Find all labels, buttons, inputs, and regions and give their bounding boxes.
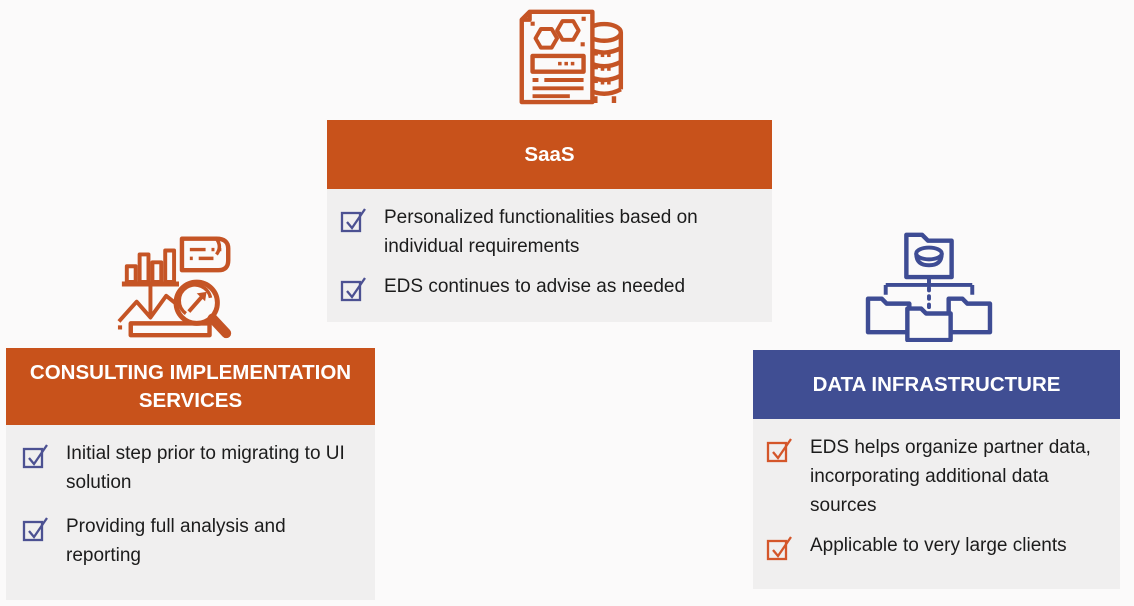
data-infrastructure-card-title: DATA INFRASTRUCTURE (753, 350, 1120, 419)
saas-card-body: Personalized functionalities based on in… (327, 189, 772, 322)
saas-card-title: SaaS (327, 120, 772, 189)
list-item: Providing full analysis and reporting (22, 513, 361, 571)
data-infrastructure-card-body: EDS helps organize partner data, incorpo… (753, 419, 1120, 589)
checkbox-checked-icon (22, 444, 48, 469)
chart-magnifier-icon (115, 224, 243, 344)
list-item: EDS helps organize partner data, incorpo… (766, 434, 1106, 521)
checkbox-checked-icon (340, 277, 366, 301)
consulting-card: CONSULTING IMPLEMENTATION SERVICES Initi… (6, 348, 375, 600)
bullet-text: Providing full analysis and reporting (66, 515, 286, 566)
checkbox-checked-icon (340, 208, 366, 233)
list-item: Initial step prior to migrating to UI so… (22, 440, 361, 498)
bullet-text: Initial step prior to migrating to UI so… (66, 443, 345, 493)
bullet-text: EDS helps organize partner data, incorpo… (810, 437, 1091, 516)
bullet-text: Applicable to very large clients (810, 534, 1067, 556)
saas-card: SaaS Personalized functionalities based … (327, 120, 772, 322)
bullet-text: Personalized functionalities based on in… (384, 207, 698, 257)
list-item: EDS continues to advise as needed (340, 273, 758, 302)
list-item: Personalized functionalities based on in… (340, 204, 758, 262)
consulting-card-title: CONSULTING IMPLEMENTATION SERVICES (6, 348, 375, 425)
document-database-icon (497, 3, 625, 106)
bullet-text: EDS continues to advise as needed (384, 275, 686, 297)
list-item: Applicable to very large clients (766, 532, 1106, 561)
checkbox-checked-icon (766, 535, 792, 560)
checkbox-checked-icon (22, 517, 48, 541)
folder-hierarchy-icon (862, 222, 995, 342)
consulting-card-body: Initial step prior to migrating to UI so… (6, 425, 375, 600)
checkbox-checked-icon (766, 438, 792, 463)
data-infrastructure-card: DATA INFRASTRUCTURE EDS helps organize p… (753, 350, 1120, 589)
